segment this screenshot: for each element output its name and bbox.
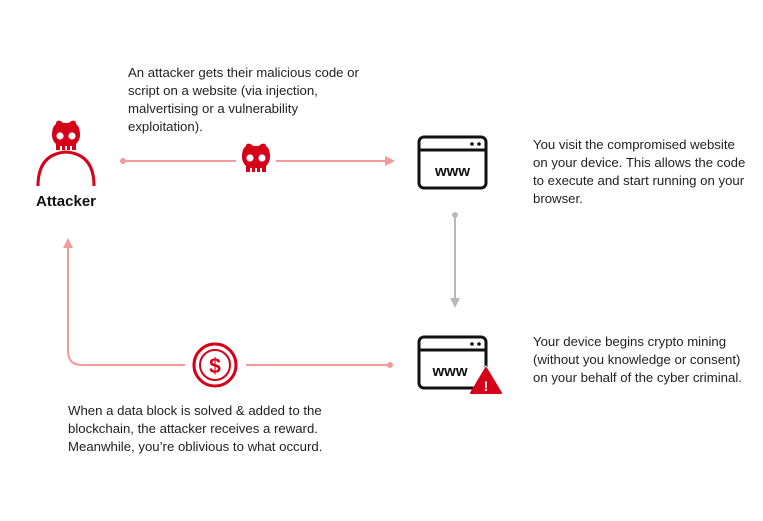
infected-browser-icon: www ! xyxy=(417,335,503,395)
attacker-skull-icon xyxy=(52,120,80,150)
skull-icon xyxy=(242,143,270,172)
step-1-description: An attacker gets their malicious code or… xyxy=(128,65,359,134)
browser-www-text: www xyxy=(434,163,470,180)
infected-www-text: www xyxy=(431,363,467,380)
attacker-icon xyxy=(36,120,96,187)
step-4-description: When a data block is solved & added to t… xyxy=(68,403,323,454)
dollar-coin-icon: $ xyxy=(192,342,238,388)
attacker-label: Attacker xyxy=(35,193,97,210)
step-3-description: Your device begins crypto mining (withou… xyxy=(533,334,742,385)
flow-arrow-website-to-device xyxy=(450,212,460,308)
browser-window-icon: www xyxy=(417,135,488,190)
warning-icon: ! xyxy=(469,365,503,395)
flow-arrow-device-to-attacker xyxy=(63,238,393,368)
step-2-description: You visit the compromised website on you… xyxy=(533,137,746,206)
warning-symbol: ! xyxy=(484,378,489,394)
dollar-symbol: $ xyxy=(209,355,221,378)
flow-arrow-attacker-to-website xyxy=(120,156,395,166)
